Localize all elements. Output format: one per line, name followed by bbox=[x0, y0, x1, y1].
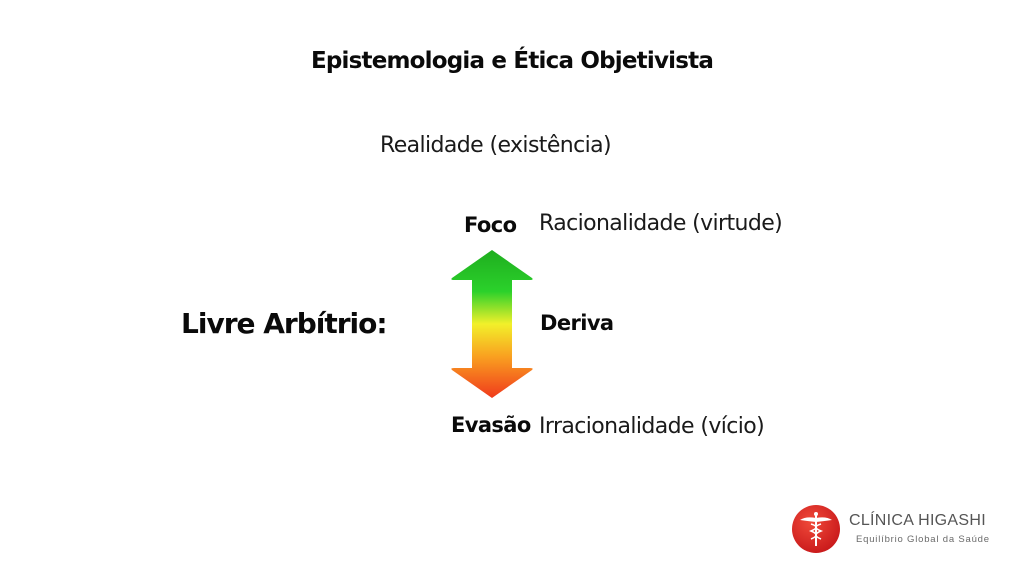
rationality-label: Racionalidade (virtude) bbox=[539, 211, 783, 236]
reality-label: Realidade (existência) bbox=[380, 133, 612, 158]
brand-tagline: Equilíbrio Global da Saúde bbox=[856, 534, 990, 545]
caduceus-icon bbox=[791, 504, 841, 554]
evasion-label: Evasão bbox=[451, 413, 531, 437]
brand-name: CLÍNICA HIGASHI bbox=[849, 512, 986, 529]
page-title: Epistemologia e Ética Objetivista bbox=[310, 48, 714, 74]
free-will-label: Livre Arbítrio: bbox=[181, 307, 388, 340]
focus-label: Foco bbox=[464, 213, 517, 237]
drift-label: Deriva bbox=[540, 311, 614, 335]
irrationality-label: Irracionalidade (vício) bbox=[539, 414, 765, 439]
double-headed-vertical-arrow-icon bbox=[450, 248, 534, 400]
